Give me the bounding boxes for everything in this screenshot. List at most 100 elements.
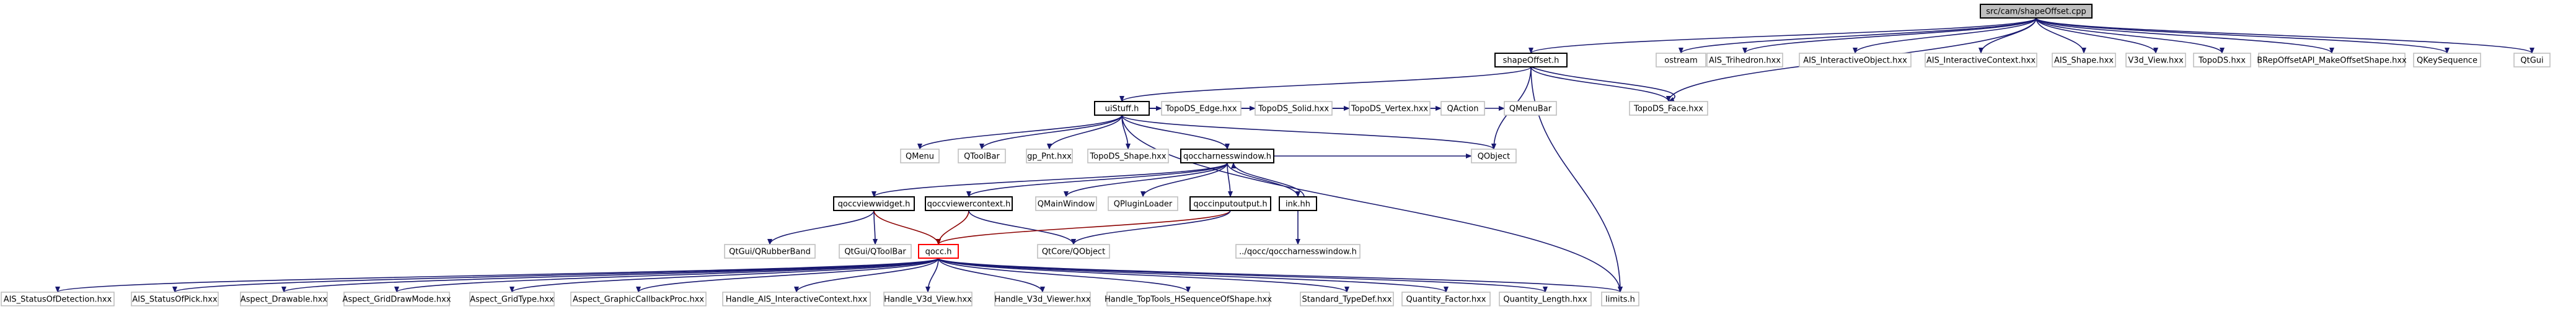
edge-uiStuff-to-gp_Pnt bbox=[1047, 115, 1123, 150]
node-TopoDS_Shape[interactable]: TopoDS_Shape.hxx bbox=[1087, 149, 1169, 163]
node-QMenu[interactable]: QMenu bbox=[900, 149, 940, 163]
node-Standard_TypeDef[interactable]: Standard_TypeDef.hxx bbox=[1300, 292, 1394, 306]
edge-root-to-V3d_View bbox=[2036, 17, 2158, 54]
edge-qocc-to-limits bbox=[938, 258, 1623, 293]
edge-root-to-AIS_InteractiveObject bbox=[1853, 17, 2037, 54]
node-Quantity_Factor[interactable]: Quantity_Factor.hxx bbox=[1401, 292, 1491, 306]
node-TopoDS_Edge[interactable]: TopoDS_Edge.hxx bbox=[1161, 101, 1242, 116]
node-box-ink bbox=[1279, 196, 1317, 211]
node-qoccinputoutput[interactable]: qoccinputoutput.h bbox=[1189, 196, 1271, 211]
node-QPluginLoader[interactable]: QPluginLoader bbox=[1108, 196, 1178, 211]
node-BRepOffsetAPI[interactable]: BRepOffsetAPI_MakeOffsetShape.hxx bbox=[2257, 53, 2407, 67]
node-qoccviewwidget[interactable]: qoccviewwidget.h bbox=[833, 196, 915, 211]
node-qocc[interactable]: qocc.h bbox=[918, 244, 959, 259]
node-box-qoccviewwidget bbox=[833, 196, 915, 211]
node-label-QAction: QAction bbox=[1447, 105, 1479, 114]
edge-qoccviewwidget-to-QtGuiQToolBar bbox=[872, 210, 878, 245]
node-AIS_InteractiveObject[interactable]: AIS_InteractiveObject.hxx bbox=[1799, 53, 1912, 67]
node-box-QObject bbox=[1471, 149, 1517, 163]
node-Handle_V3d_Viewer[interactable]: Handle_V3d_Viewer.hxx bbox=[994, 292, 1091, 306]
node-QRubberBand[interactable]: QtGui/QRubberBand bbox=[724, 244, 816, 259]
node-Quantity_Length[interactable]: Quantity_Length.hxx bbox=[1499, 292, 1592, 306]
node-label-Handle_V3d_View: Handle_V3d_View.hxx bbox=[884, 295, 972, 305]
node-root[interactable]: src/cam/shapeOffset.cpp bbox=[1980, 4, 2093, 19]
node-shapeOffset[interactable]: shapeOffset.h bbox=[1494, 53, 1568, 67]
node-box-QToolBar bbox=[958, 149, 1006, 163]
edge-qoccinputoutput-to-qocc bbox=[936, 210, 1231, 245]
node-label-AIS_Shape: AIS_Shape.hxx bbox=[2054, 56, 2114, 66]
node-label-qoccviewercontext: qoccviewercontext.h bbox=[927, 200, 1011, 209]
node-box-QMenuBar bbox=[1504, 101, 1557, 116]
node-label-Handle_AIS_InteractiveContext: Handle_AIS_InteractiveContext.hxx bbox=[726, 295, 868, 305]
node-label-limits: limits.h bbox=[1605, 295, 1635, 305]
edge-root-to-BRepOffsetAPI bbox=[2036, 17, 2334, 54]
node-uiStuff[interactable]: uiStuff.h bbox=[1094, 101, 1150, 116]
node-AIS_InteractiveContext[interactable]: AIS_InteractiveContext.hxx bbox=[1925, 53, 2037, 67]
node-box-gp_Pnt bbox=[1026, 149, 1073, 163]
node-QMainWindow[interactable]: QMainWindow bbox=[1035, 196, 1097, 211]
node-TopoDS_Vertex[interactable]: TopoDS_Vertex.hxx bbox=[1349, 101, 1431, 116]
node-QtGuiQToolBar[interactable]: QtGui/QToolBar bbox=[839, 244, 912, 259]
node-harnessRel[interactable]: ../qocc/qoccharnesswindow.h bbox=[1235, 244, 1361, 259]
edge-shapeOffset-to-TopoDS_Face bbox=[1530, 66, 1675, 102]
node-box-AIS_Shape bbox=[2052, 53, 2116, 67]
node-label-uiStuff: uiStuff.h bbox=[1105, 105, 1139, 114]
edge-qocc-to-AIS_StatusOfPick bbox=[172, 258, 939, 293]
node-box-AIS_StatusOfDetection bbox=[1, 292, 115, 306]
node-box-AIS_StatusOfPick bbox=[131, 292, 219, 306]
node-Aspect_GridDrawMode[interactable]: Aspect_GridDrawMode.hxx bbox=[342, 292, 451, 306]
edge-uiStuff-to-qoccharnesswindow bbox=[1121, 115, 1230, 150]
edge-qocc-to-Handle_V3d_Viewer bbox=[938, 258, 1045, 293]
node-QAction[interactable]: QAction bbox=[1440, 101, 1485, 116]
node-label-qoccinputoutput: qoccinputoutput.h bbox=[1193, 200, 1267, 209]
node-TopoDS[interactable]: TopoDS.hxx bbox=[2193, 53, 2251, 67]
node-label-QObject: QObject bbox=[1478, 152, 1511, 162]
node-TopoDS_Solid[interactable]: TopoDS_Solid.hxx bbox=[1255, 101, 1333, 116]
node-label-Standard_TypeDef: Standard_TypeDef.hxx bbox=[1302, 295, 1392, 305]
node-label-TopoDS: TopoDS.hxx bbox=[2198, 56, 2246, 66]
edge-qocc-to-Quantity_Length bbox=[938, 258, 1548, 293]
node-AIS_StatusOfPick[interactable]: AIS_StatusOfPick.hxx bbox=[131, 292, 219, 306]
node-V3d_View[interactable]: V3d_View.hxx bbox=[2125, 53, 2186, 67]
node-Aspect_GridType[interactable]: Aspect_GridType.hxx bbox=[469, 292, 555, 306]
node-Handle_V3d_View[interactable]: Handle_V3d_View.hxx bbox=[883, 292, 973, 306]
node-label-QtGui: QtGui bbox=[2520, 56, 2543, 66]
node-QToolBar[interactable]: QToolBar bbox=[958, 149, 1006, 163]
node-QtGui[interactable]: QtGui bbox=[2513, 53, 2551, 67]
node-label-TopoDS_Vertex: TopoDS_Vertex.hxx bbox=[1351, 105, 1429, 114]
edge-qoccharnesswindow-to-qoccinputoutput bbox=[1227, 162, 1233, 197]
edge-root-to-shapeOffset bbox=[1528, 17, 2037, 54]
node-Handle_AIS_InteractiveContext[interactable]: Handle_AIS_InteractiveContext.hxx bbox=[722, 292, 871, 306]
node-label-Quantity_Length: Quantity_Length.hxx bbox=[1503, 295, 1587, 305]
node-ink[interactable]: ink.hh bbox=[1279, 196, 1317, 211]
node-ostream[interactable]: ostream bbox=[1656, 53, 1706, 67]
node-QObject[interactable]: QObject bbox=[1471, 149, 1517, 163]
node-label-QKeySequence: QKeySequence bbox=[2417, 56, 2477, 66]
node-QMenuBar[interactable]: QMenuBar bbox=[1504, 101, 1557, 116]
node-QKeySequence[interactable]: QKeySequence bbox=[2413, 53, 2481, 67]
node-TopoDS_Face[interactable]: TopoDS_Face.hxx bbox=[1629, 101, 1708, 116]
node-label-qoccharnesswindow: qoccharnesswindow.h bbox=[1183, 152, 1271, 162]
node-Aspect_Drawable[interactable]: Aspect_Drawable.hxx bbox=[240, 292, 328, 306]
node-label-AIS_StatusOfDetection: AIS_StatusOfDetection.hxx bbox=[4, 295, 112, 305]
node-label-TopoDS_Shape: TopoDS_Shape.hxx bbox=[1089, 152, 1166, 162]
node-AIS_StatusOfDetection[interactable]: AIS_StatusOfDetection.hxx bbox=[1, 292, 115, 306]
edge-root-to-TopoDS bbox=[2036, 17, 2225, 54]
node-box-TopoDS_Solid bbox=[1255, 101, 1333, 116]
node-gp_Pnt[interactable]: gp_Pnt.hxx bbox=[1026, 149, 1073, 163]
node-Aspect_GraphicCallbackProc[interactable]: Aspect_GraphicCallbackProc.hxx bbox=[570, 292, 707, 306]
node-box-qoccinputoutput bbox=[1189, 196, 1271, 211]
node-box-Handle_AIS_InteractiveContext bbox=[722, 292, 871, 306]
node-box-qoccviewercontext bbox=[925, 196, 1013, 211]
node-qoccharnesswindow[interactable]: qoccharnesswindow.h bbox=[1180, 149, 1274, 163]
node-qoccviewercontext[interactable]: qoccviewercontext.h bbox=[925, 196, 1013, 211]
node-QtCoreQObject[interactable]: QtCore/QObject bbox=[1037, 244, 1110, 259]
node-limits[interactable]: limits.h bbox=[1601, 292, 1639, 306]
node-AIS_Trihedron[interactable]: AIS_Trihedron.hxx bbox=[1706, 53, 1783, 67]
edge-uiStuff-to-QMenu bbox=[917, 115, 1123, 150]
node-Handle_TopTools[interactable]: Handle_TopTools_HSequenceOfShape.hxx bbox=[1105, 292, 1272, 306]
node-box-Standard_TypeDef bbox=[1300, 292, 1394, 306]
node-AIS_Shape[interactable]: AIS_Shape.hxx bbox=[2052, 53, 2116, 67]
node-box-TopoDS bbox=[2193, 53, 2251, 67]
node-box-AIS_InteractiveObject bbox=[1799, 53, 1912, 67]
